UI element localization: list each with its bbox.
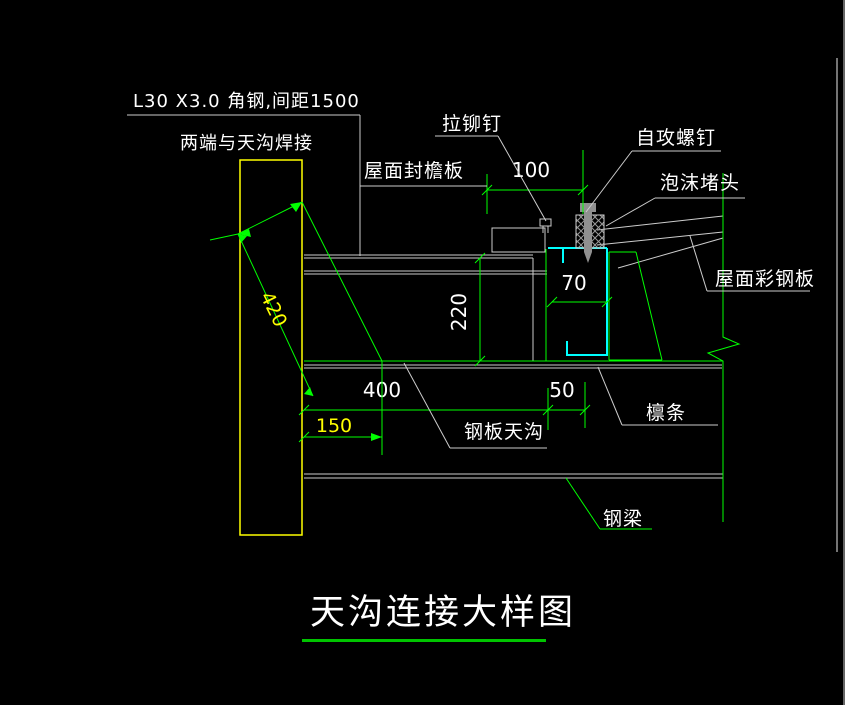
gutter-structure-lines: [304, 249, 723, 479]
dim-70-text: 70: [561, 271, 586, 295]
dim-150: 150: [298, 361, 383, 455]
self-tapping-screw-symbol: [580, 203, 596, 263]
fascia-board-section: [491, 227, 546, 253]
brace-lines: [608, 251, 663, 361]
label-steel-plate-gutter: 钢板天沟: [403, 362, 547, 449]
svg-text:拉铆钉: 拉铆钉: [442, 113, 502, 135]
drawing-title: 天沟连接大样图: [302, 593, 576, 642]
break-line: [706, 173, 741, 522]
svg-text:钢板天沟: 钢板天沟: [464, 421, 544, 443]
dim-100-text: 100: [512, 158, 550, 182]
section-cut-lines: [836, 0, 845, 705]
svg-text:檩条: 檩条: [646, 402, 686, 424]
pull-rivet-symbol: [539, 218, 552, 233]
dim-420-text: 420: [256, 288, 292, 330]
label-steel-beam: 钢梁: [565, 477, 652, 530]
svg-text:屋面封檐板: 屋面封檐板: [364, 160, 464, 182]
svg-text:自攻螺钉: 自攻螺钉: [636, 127, 716, 149]
svg-text:屋面彩钢板: 屋面彩钢板: [715, 268, 815, 290]
dim-150-text: 150: [316, 415, 352, 437]
label-purlin: 檩条: [597, 366, 718, 426]
label-foam-plug: 泡沫堵头: [605, 172, 745, 227]
drawing-title-text: 天沟连接大样图: [310, 593, 576, 633]
dim-220-text: 220: [447, 293, 471, 331]
roof-panel-lines: [596, 215, 724, 269]
angle-steel-note-line1: L30 X3.0 角钢,间距1500: [133, 91, 360, 112]
column-outline: [239, 159, 303, 536]
dim-220: 220: [447, 252, 486, 367]
angle-steel-diagonals: [209, 201, 383, 362]
label-self-tapping-screw: 自攻螺钉: [585, 127, 721, 213]
dim-100: 100: [481, 150, 589, 214]
dim-70: 70: [546, 271, 613, 308]
angle-steel-note: L30 X3.0 角钢,间距1500 两端与天沟焊接: [127, 91, 361, 256]
title-underline: [302, 639, 546, 642]
svg-text:钢梁: 钢梁: [603, 508, 643, 530]
label-roof-fascia-board: 屋面封檐板: [360, 160, 487, 187]
label-roof-color-steel-plate: 屋面彩钢板: [689, 235, 815, 292]
label-pull-rivet: 拉铆钉: [435, 113, 547, 222]
dim-50-text: 50: [549, 378, 574, 402]
svg-text:泡沫堵头: 泡沫堵头: [660, 172, 740, 194]
angle-steel-note-line2: 两端与天沟焊接: [180, 133, 313, 154]
